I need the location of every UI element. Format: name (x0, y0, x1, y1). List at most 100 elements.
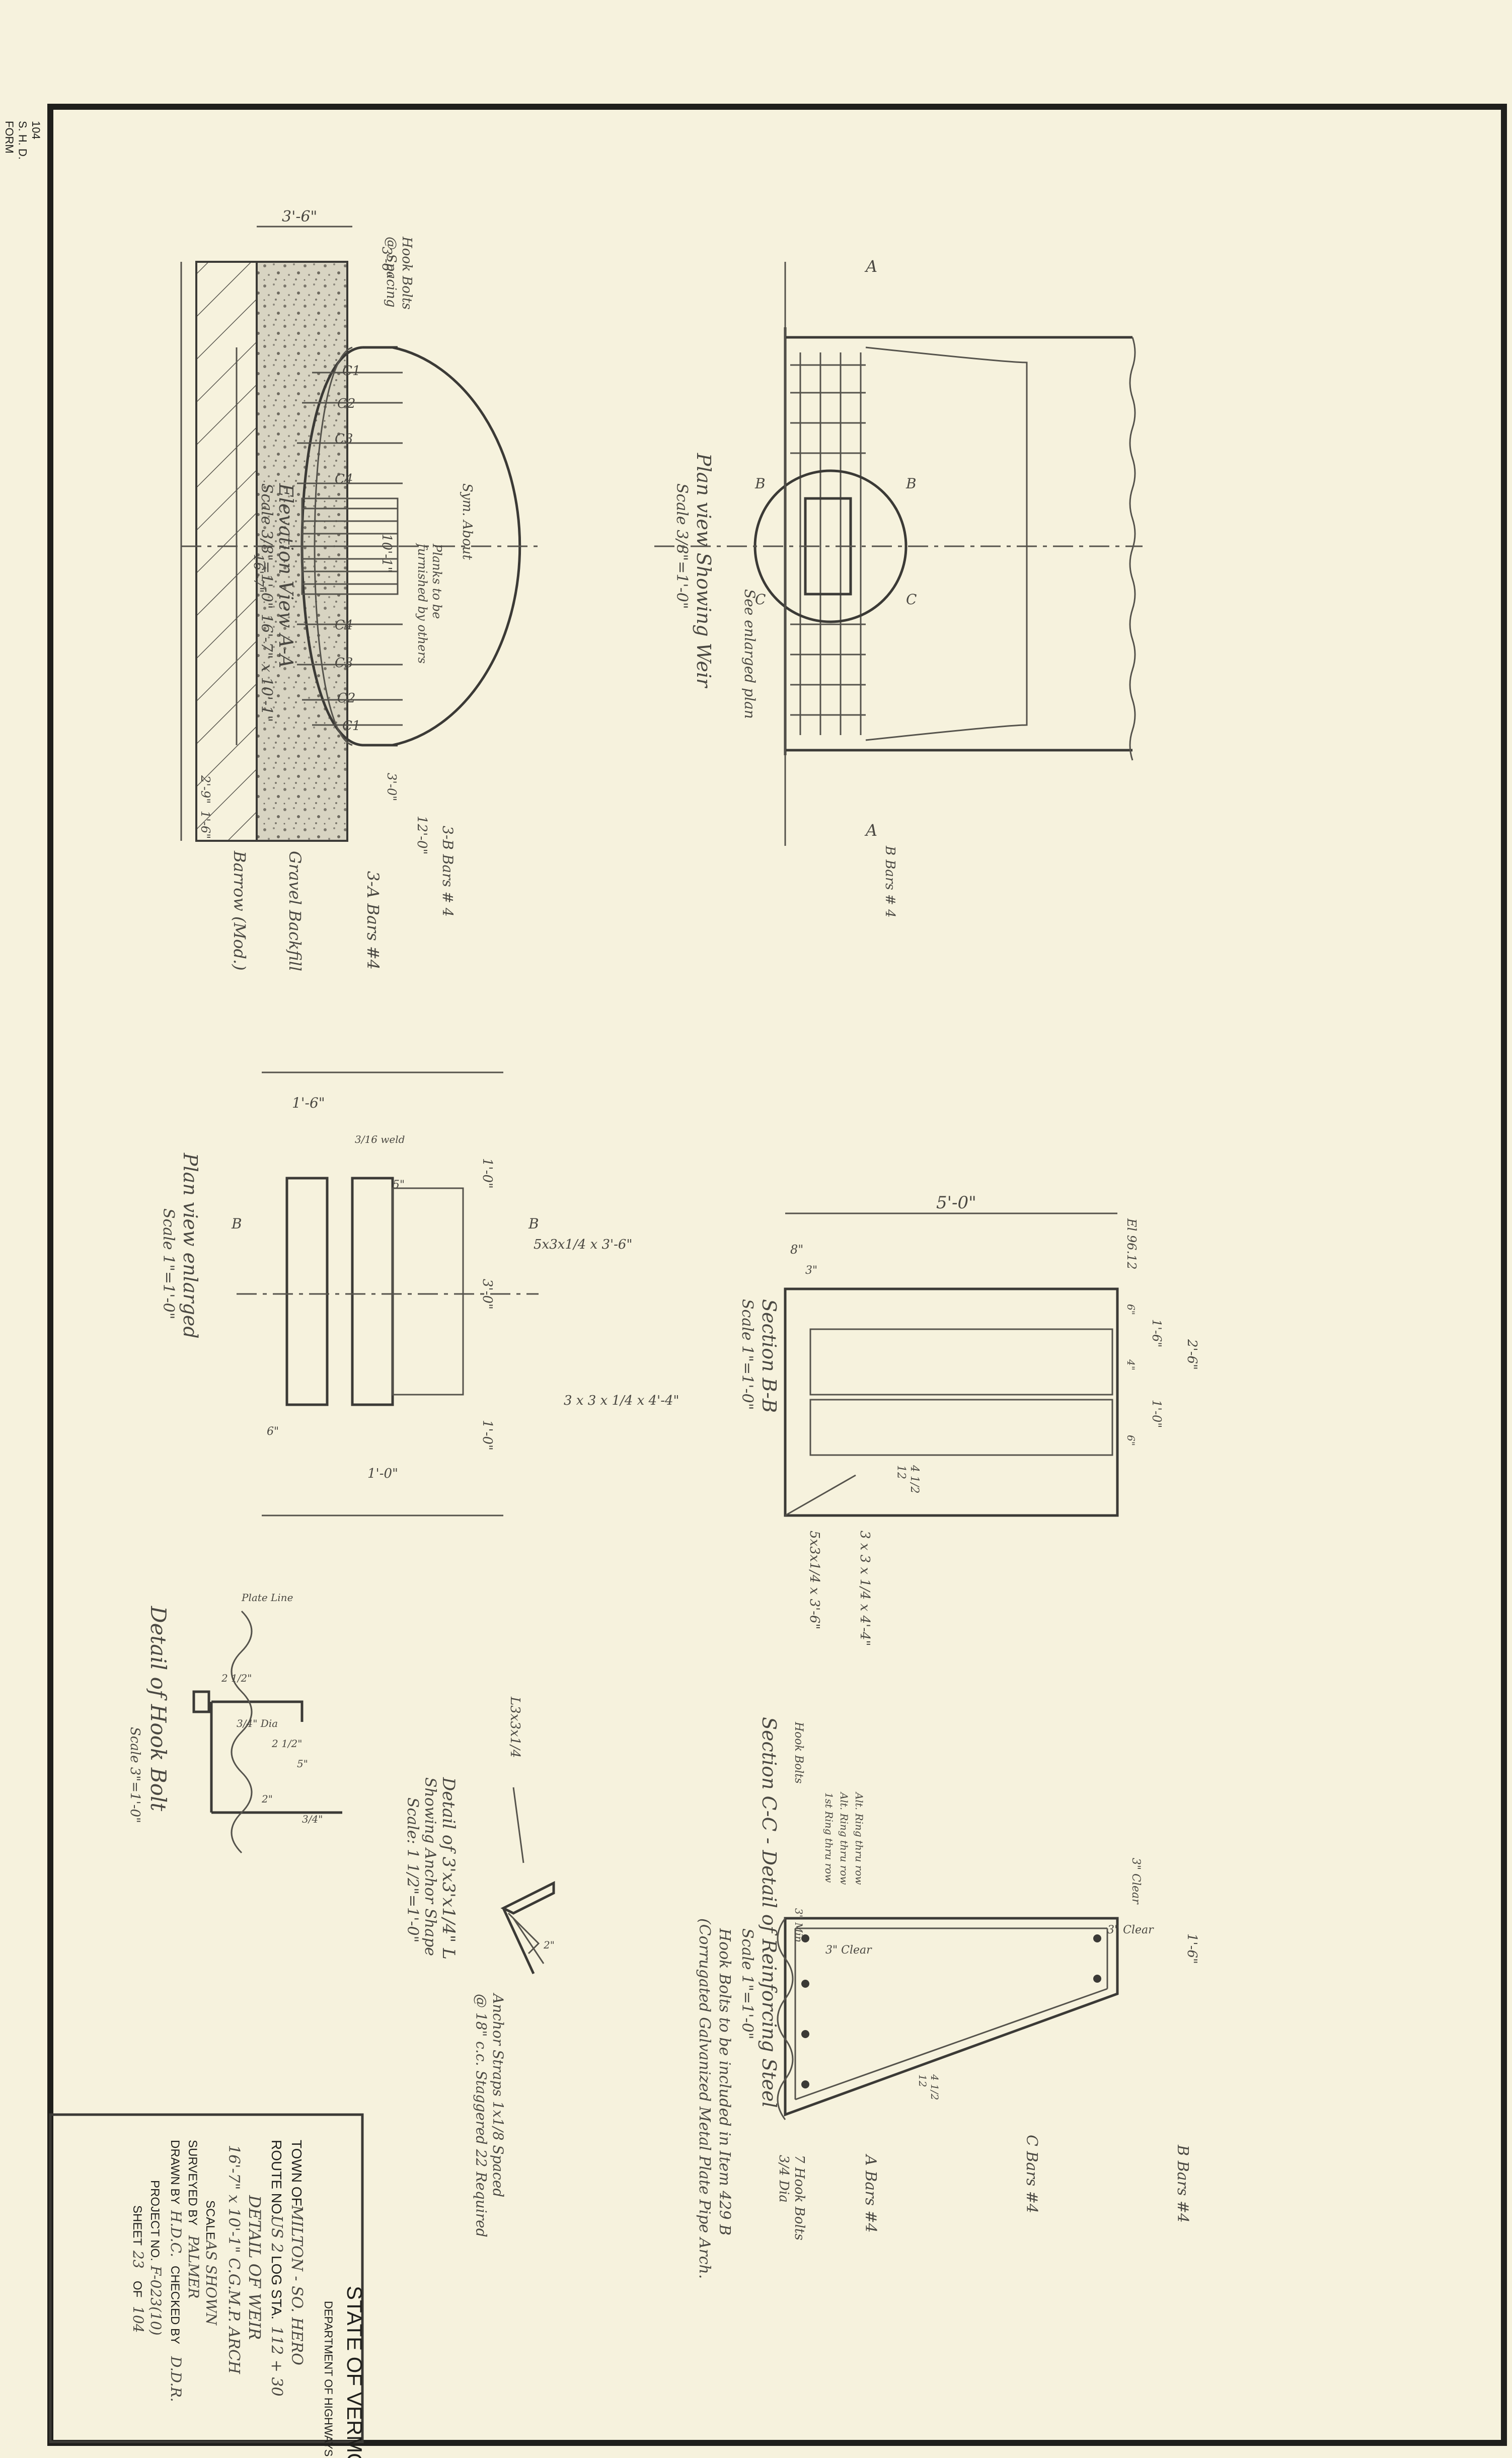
section-cc-dim: 1'-6" (1184, 1933, 1199, 1964)
enlarged-dim: 6" (267, 1425, 279, 1438)
enlarged-dim: 5" (393, 1179, 405, 1191)
plan-view: A A B B C C Plan view Showing Weir Scale… (654, 257, 1143, 918)
ring-note: Alt. Ring thru row (853, 1791, 865, 1885)
section-bb-dim: 4" (1125, 1359, 1137, 1370)
angle-label: 3 x 3 x 1/4 x 4'-4" (857, 1531, 872, 1646)
mark-c: C (755, 591, 766, 608)
angle-scale: Scale: 1 1/2"=1'-0" (404, 1797, 421, 1942)
top-dim: 3'-6" (282, 208, 317, 226)
clear-note: 3" Clear (825, 1944, 872, 1957)
enlarged-outline (262, 1071, 503, 1516)
detail-angle: L3x3x1/4 Detail of 3'x3'x1/4" L Showing … (404, 1696, 555, 2237)
section-cc: Section C-C - Detail of Reinforcing Stee… (696, 1717, 1199, 2279)
section-cc-note: Hook Bolts to be included in Item 429 B (716, 1928, 733, 2235)
tb-of-value: 104 (130, 2306, 146, 2333)
enlarged-dim: 1'-0" (367, 1466, 398, 1481)
enlarged-dim: 1'-0" (480, 1158, 495, 1189)
mark-a: A (864, 257, 877, 276)
mark-b: B (905, 475, 917, 492)
tb-of-label: OF (130, 2281, 144, 2297)
plan-scale: Scale 3/8"=1'-0" (673, 483, 691, 609)
section-bb-outline (784, 1287, 1119, 1517)
dim-label: 3'-6" (379, 247, 394, 277)
tb-town-value: MILTON - SO. HERO (288, 2205, 306, 2365)
section-bb-dim: 1'-0" (1150, 1400, 1164, 1428)
tb-surveyed-value: PALMER (185, 2235, 202, 2298)
tb-checked-value: D.D.R. (168, 2356, 184, 2402)
c-label: C3 (335, 431, 353, 447)
hook-nut (192, 1690, 210, 1713)
title-block-frame (49, 2113, 364, 2443)
section-bb-dim: 1'-6" (1150, 1319, 1164, 1347)
c-label: C3 (335, 656, 353, 671)
hook-dia-label: 7 Hook Bolts3/4 Dia (776, 2155, 807, 2240)
hook-dim: 3/4" Dia (237, 1717, 278, 1729)
hook-dim: 2 1/2" (271, 1738, 302, 1750)
plan-bars (790, 352, 866, 735)
c-label: C1 (342, 364, 360, 379)
tb-sheet-label: SHEET (130, 2205, 144, 2246)
b-bars-label: B Bars #4 (1174, 2144, 1191, 2223)
sym-note: Sym. About (460, 483, 475, 560)
tb-town-label: TOWN OF (289, 2140, 305, 2206)
gravel-backfill (256, 261, 348, 842)
tb-project-label: PROJECT NO. (148, 2180, 162, 2261)
title-block: STATE OF VERMONT DEPARTMENT OF HIGHWAYS … (49, 2113, 366, 2458)
section-cc-bars (794, 1927, 1108, 2101)
angle-dim: 2" (543, 1939, 555, 1951)
tb-surveyed-label: SURVEYED BY (186, 2140, 199, 2225)
tb-state: STATE OF VERMONT (343, 2286, 366, 2458)
margin-note: 104S. H. D.FORM (3, 121, 42, 160)
enlarged-dim: 3'-0" (480, 1279, 495, 1310)
barrow-hatch (195, 261, 258, 842)
section-cc-note: (Corrugated Galvanized Metal Plate Pipe … (696, 1918, 713, 2279)
clear-note: 3" Clear (1129, 1858, 1142, 1905)
detail-hook-bolt: Plate Line 2 1/2" 3/4" Dia 2 1/2" 5" 2" … (127, 1592, 342, 1854)
plan-bars-note: B Bars # 4 (882, 845, 897, 918)
see-enlarged-note: See enlarged plan (741, 589, 758, 719)
enlarged-title: Plan view enlarged (179, 1152, 201, 1339)
plan-title: Plan view Showing Weir (693, 453, 715, 689)
pipe-arc (865, 346, 1028, 741)
tb-route-label: ROUTE NO. (269, 2140, 284, 2218)
angle-label: 5x3x1/4 x 3'-6" (807, 1531, 822, 1629)
section-bb-el: El 96.12 (1124, 1218, 1139, 1270)
mark-b: B (754, 475, 766, 492)
mark-b: B (528, 1215, 539, 1232)
tb-log-value: 112 + 30 (268, 2326, 285, 2397)
plan-enlarged: Plan view enlarged Scale 1"=1'-0" 1'-6" … (160, 1071, 679, 1516)
rise-label: 10'-1" (379, 534, 394, 573)
mark-b: B (231, 1215, 242, 1232)
barrow-label: Barrow (Mod.) (230, 850, 249, 971)
hook-note: Hook Bolts (792, 1721, 805, 1784)
a-bars-label: A Bars #4 (862, 2153, 879, 2233)
hook-dim: 5" (297, 1758, 308, 1770)
section-bb-dim: 5'-0" (936, 1193, 976, 1213)
section-cc-title: Section C-C - Detail of Reinforcing Stee… (758, 1717, 780, 2108)
enlarged-dim: 1'-6" (292, 1095, 325, 1111)
c-bars-label: C Bars #4 (1023, 2135, 1040, 2213)
elevation-title: Elevation View A-A (275, 483, 297, 668)
tb-scale-label: SCALE (203, 2200, 217, 2240)
mark-a: A (864, 821, 877, 840)
planks-note: Planks to befurnished by others (415, 543, 444, 664)
angle-label: L3x3x1/4 (507, 1696, 522, 1758)
tb-line2: 16'-7" x 10'-1" C.G.M.P. ARCH (225, 2145, 243, 2374)
span-label: 16'-7" (251, 554, 266, 593)
hook-scale: Scale 3"=1'-0" (127, 1727, 142, 1823)
section-bb-dim: 2'-6" (1184, 1339, 1199, 1370)
dim-label: 3'-0" (385, 773, 399, 801)
hook-dim: 2" (261, 1793, 273, 1805)
section-bb-plank (809, 1328, 1113, 1396)
hook-bolt-shape (210, 1700, 342, 1814)
section-cc-scale: Scale 1"=1'-0" (738, 1928, 756, 2040)
section-cc-outline (784, 1917, 1119, 2117)
dim-label: 2'-9" (198, 775, 212, 804)
section-bb-dim: 6" (1125, 1304, 1137, 1315)
section-bb-plank (809, 1399, 1113, 1456)
angle-leader (512, 1787, 524, 1863)
mark-c: C (906, 591, 917, 608)
ring-note: Alt. Ring thru row (838, 1791, 850, 1885)
sheet-border (47, 104, 1507, 2446)
tb-drawn-value: H.D.C. (168, 2210, 184, 2257)
